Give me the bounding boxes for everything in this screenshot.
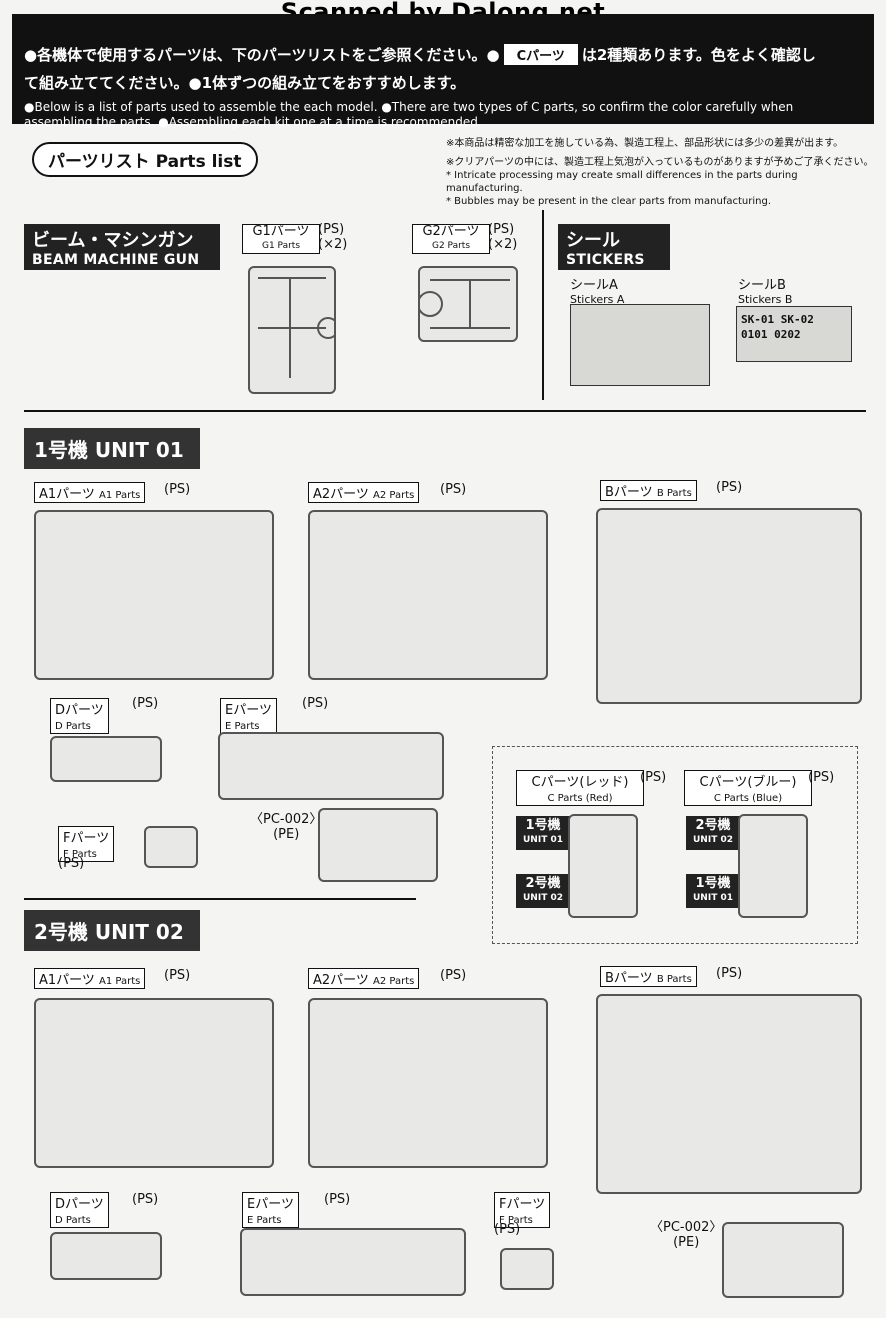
unit01-pc002-sprue [318, 808, 438, 882]
unit01-pc002-label: 〈PC-002〉(PE) [250, 812, 323, 842]
unit01-a2-sprue [308, 510, 548, 680]
unit02-a1-label: A1パーツ A1 Parts [34, 968, 146, 989]
unit02-a1-ps: (PS) [164, 968, 191, 983]
unit01-b-ps: (PS) [716, 480, 743, 495]
unit01-f-sprue [144, 826, 198, 868]
g2-qty: (PS)(×2) [488, 222, 518, 252]
g1-sprue [248, 266, 339, 394]
c-parts-red-label: Cパーツ(レッド)C Parts (Red) [516, 770, 644, 806]
sticker-b-sheet: SK-01 SK-02 0101 0202 [736, 306, 852, 362]
unit02-b-ps: (PS) [716, 966, 743, 981]
unit01-d-sprue [50, 736, 162, 782]
unit02-a2-sprue [308, 998, 548, 1168]
unit01-a1-sprue [34, 510, 274, 680]
unit02-pc002-label: 〈PC-002〉(PE) [650, 1220, 723, 1250]
parts-list-title: パーツリスト Parts list [32, 142, 258, 177]
unit01-e-sprue [218, 732, 444, 800]
unit02-b-sprue [596, 994, 862, 1194]
g1-qty: (PS)(×2) [318, 222, 348, 252]
unit02-e-ps: (PS) [324, 1192, 351, 1207]
divider-horizontal [24, 410, 866, 412]
unit01-a1-ps: (PS) [164, 482, 191, 497]
c-parts-blue-sprue [738, 814, 808, 918]
unit02-b-label: Bパーツ B Parts [600, 966, 697, 987]
divider-horizontal-2 [24, 898, 416, 900]
banner-en-line2: assembling the parts. ●Assembling each k… [24, 115, 482, 129]
unit02-a2-label: A2パーツ A2 Parts [308, 968, 420, 989]
c-parts-red-sprue [568, 814, 638, 918]
unit01-a2-label: A2パーツ A2 Parts [308, 482, 420, 503]
unit01-f-ps: (PS) [58, 856, 85, 871]
unit01-b-label: Bパーツ B Parts [600, 480, 697, 501]
c-parts-blue-ps: (PS) [808, 770, 835, 785]
unit02-pc002-sprue [722, 1222, 844, 1298]
unit02-a2-ps: (PS) [440, 968, 467, 983]
divider-vertical [542, 210, 544, 400]
g2-sprue [417, 266, 518, 342]
unit02-a1-sprue [34, 998, 274, 1168]
unit01-e-ps: (PS) [302, 696, 329, 711]
banner-en-line1: ●Below is a list of parts used to assemb… [24, 100, 794, 114]
unit02-heading: 2号機 UNIT 02 [24, 910, 200, 951]
c-parts-box: Cパーツ [503, 44, 578, 65]
unit01-b-sprue [596, 508, 862, 704]
unit01-a1-label: A1パーツ A1 Parts [34, 482, 146, 503]
unit01-heading: 1号機 UNIT 01 [24, 428, 200, 469]
unit02-f-ps: (PS) [494, 1222, 521, 1237]
unit01-d-ps: (PS) [132, 696, 159, 711]
manufacturing-notes: ※本商品は精密な加工を施している為、製造工程上、部品形状には多少の差異が出ます。… [446, 138, 874, 207]
c-parts-red-ps: (PS) [640, 770, 667, 785]
banner-jp-line2: て組み立ててください。●1体ずつの組み立てをおすすめします。 [24, 74, 466, 92]
unit02-d-ps: (PS) [132, 1192, 159, 1207]
unit02-d-sprue [50, 1232, 162, 1280]
sticker-a-sheet [570, 304, 710, 386]
unit01-a2-ps: (PS) [440, 482, 467, 497]
banner-jp-line1: ●各機体で使用するパーツは、下のパーツリストをご参照ください。●Cパーツは2種類… [24, 44, 816, 65]
c-parts-blue-label: Cパーツ(ブルー)C Parts (Blue) [684, 770, 812, 806]
unit02-f-sprue [500, 1248, 554, 1290]
unit02-e-sprue [240, 1228, 466, 1296]
instruction-banner: ●各機体で使用するパーツは、下のパーツリストをご参照ください。●Cパーツは2種類… [12, 14, 874, 129]
c-parts-panel [492, 746, 858, 944]
